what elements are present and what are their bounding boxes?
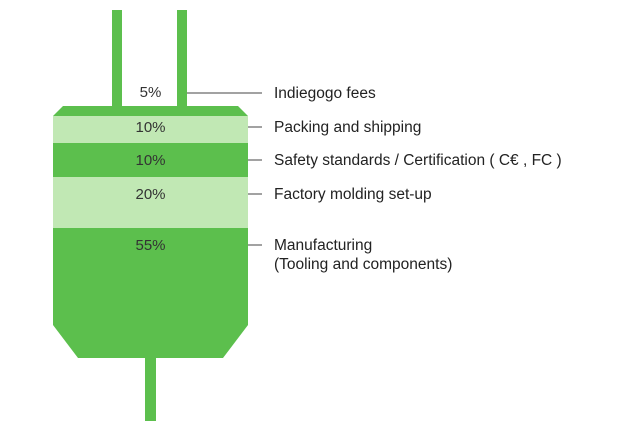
- right-prong: [177, 10, 187, 110]
- percent-manufacturing: 55%: [135, 237, 166, 254]
- left-prong: [112, 10, 122, 110]
- label-manufacturing: Manufacturing (Tooling and components): [274, 236, 452, 274]
- band-packing-shipping: [53, 116, 248, 143]
- label-manufacturing-line1: Manufacturing: [274, 237, 373, 254]
- percent-packing-shipping: 10%: [135, 119, 166, 136]
- label-manufacturing-line2: (Tooling and components): [274, 256, 453, 273]
- label-factory-molding: Factory molding set-up: [274, 186, 432, 203]
- bag-body: [53, 106, 248, 358]
- label-packing-shipping: Packing and shipping: [274, 119, 422, 136]
- percent-indiegogo-fees: 5%: [139, 84, 162, 101]
- label-indiegogo-fees: Indiegogo fees: [274, 85, 376, 102]
- bottom-stem: [145, 350, 156, 421]
- band-factory-molding: [53, 177, 248, 228]
- percent-safety-standards: 10%: [135, 152, 166, 169]
- percent-factory-molding: 20%: [135, 186, 166, 203]
- label-safety-standards: Safety standards / Certification ( C€ , …: [274, 152, 562, 169]
